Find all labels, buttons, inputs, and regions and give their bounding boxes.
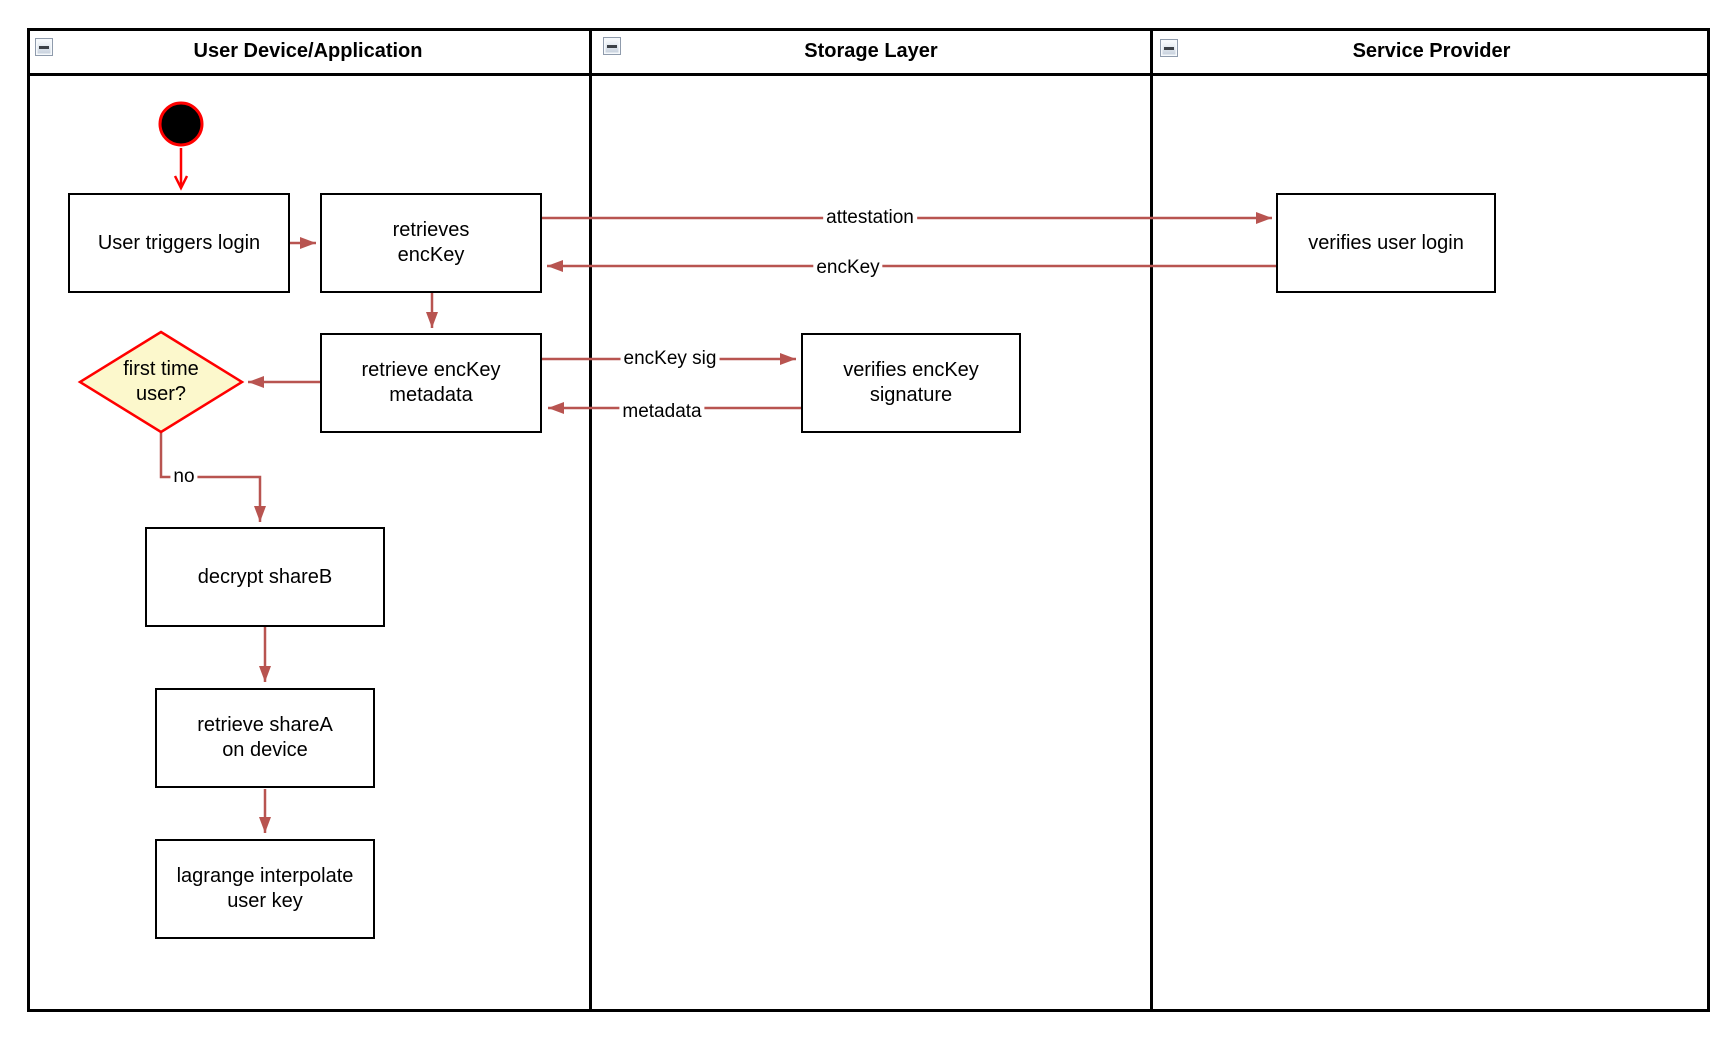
activity-retrieve-sharea-on-device: retrieve shareA on device bbox=[155, 688, 375, 788]
minus-icon bbox=[607, 44, 617, 48]
lane-divider-1 bbox=[589, 28, 592, 1012]
edge-label-attestation: attestation bbox=[823, 207, 917, 229]
collapse-lane-icon[interactable] bbox=[1160, 39, 1178, 57]
lane-divider-2 bbox=[1150, 28, 1153, 1012]
activity-decrypt-shareb: decrypt shareB bbox=[145, 527, 385, 627]
lane-title-service-provider: Service Provider bbox=[1352, 39, 1511, 62]
decision-diamond bbox=[77, 330, 245, 434]
minus-icon bbox=[39, 45, 49, 49]
edge-label-no: no bbox=[170, 466, 198, 488]
minus-icon bbox=[1164, 46, 1174, 50]
activity-retrieve-enckey-metadata: retrieve encKey metadata bbox=[320, 333, 542, 433]
activity-verifies-user-login: verifies user login bbox=[1276, 193, 1496, 293]
collapse-lane-icon[interactable] bbox=[35, 38, 53, 56]
activity-lagrange-interpolate: lagrange interpolate user key bbox=[155, 839, 375, 939]
activity-verifies-enckey-signature: verifies encKey signature bbox=[801, 333, 1021, 433]
activity-user-triggers-login: User triggers login bbox=[68, 193, 290, 293]
edge-label-metadata: metadata bbox=[619, 401, 705, 423]
collapse-lane-icon[interactable] bbox=[603, 37, 621, 55]
lane-header-row bbox=[27, 28, 1710, 76]
decision-first-time-user-label: first time user? bbox=[123, 358, 199, 405]
lane-title-user-device: User Device/Application bbox=[193, 39, 423, 62]
lane-title-storage-layer: Storage Layer bbox=[804, 39, 938, 62]
activity-retrieves-enckey: retrieves encKey bbox=[320, 193, 542, 293]
edge-label-enckey: encKey bbox=[813, 257, 883, 279]
initial-node bbox=[158, 101, 204, 147]
edge-label-enckey-sig: encKey sig bbox=[620, 348, 720, 370]
edge-no-branch bbox=[159, 432, 266, 522]
